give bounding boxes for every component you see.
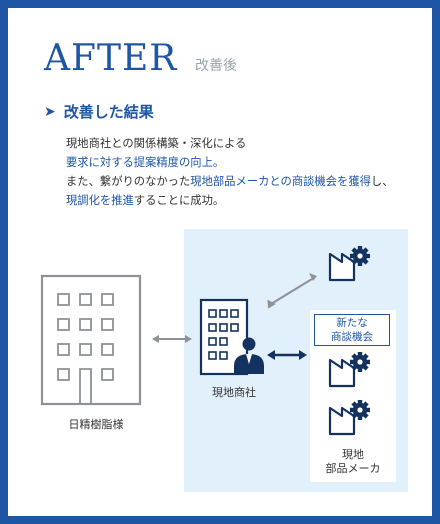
- connection-arrow: [152, 335, 192, 343]
- result-description: 現地商社との関係構築・深化による 要求に対する提案精度の向上。 また、繋がりのな…: [66, 134, 426, 210]
- relationship-diagram: [40, 8, 432, 516]
- description-line: 現地商社との関係構築・深化による: [66, 134, 426, 153]
- description-text: 現地商社との関係構築・深化による: [66, 137, 247, 150]
- parts-maker-label: 現地 部品メーカ: [310, 448, 396, 476]
- connection-arrow: [267, 273, 317, 309]
- person-icon: [234, 337, 264, 374]
- description-text: また、繋がりのなかった: [66, 175, 191, 188]
- new-connection-arrow: [267, 350, 307, 360]
- trading-company-label: 現地商社: [212, 386, 256, 399]
- page-subtitle: 改善後: [195, 58, 237, 74]
- description-text: し、: [370, 175, 394, 188]
- parts-maker-label-line: 部品メーカ: [325, 462, 381, 475]
- factory-gear-icon: [330, 400, 370, 434]
- factory-gear-icon: [330, 246, 370, 280]
- parts-maker-label-line: 現地: [342, 448, 364, 461]
- new-opportunity-line: 新たな: [336, 317, 368, 329]
- new-opportunity-line: 商談機会: [331, 331, 373, 343]
- section-heading-label: 改善した結果: [63, 103, 154, 121]
- description-highlight: 現地部品メーカとの商談機会を獲得: [190, 175, 371, 188]
- page-title: AFTER: [44, 38, 178, 79]
- description-highlight: 現調化を推進: [66, 194, 134, 207]
- section-heading: ➤ 改善した結果: [44, 101, 154, 122]
- description-line: 要求に対する提案精度の向上。: [66, 153, 426, 172]
- arrow-right-icon: ➤: [44, 103, 56, 120]
- description-text: することに成功。: [133, 194, 225, 207]
- description-line: 現調化を推進することに成功。: [66, 191, 426, 210]
- description-line: また、繋がりのなかった現地部品メーカとの商談機会を獲得し、: [66, 172, 426, 191]
- new-opportunity-label: 新たな 商談機会: [314, 314, 390, 346]
- building-icon: [40, 274, 142, 406]
- company-label: 日精樹脂様: [68, 418, 124, 431]
- description-highlight: 要求に対する提案精度の向上。: [66, 156, 225, 169]
- factory-gear-icon: [330, 352, 370, 386]
